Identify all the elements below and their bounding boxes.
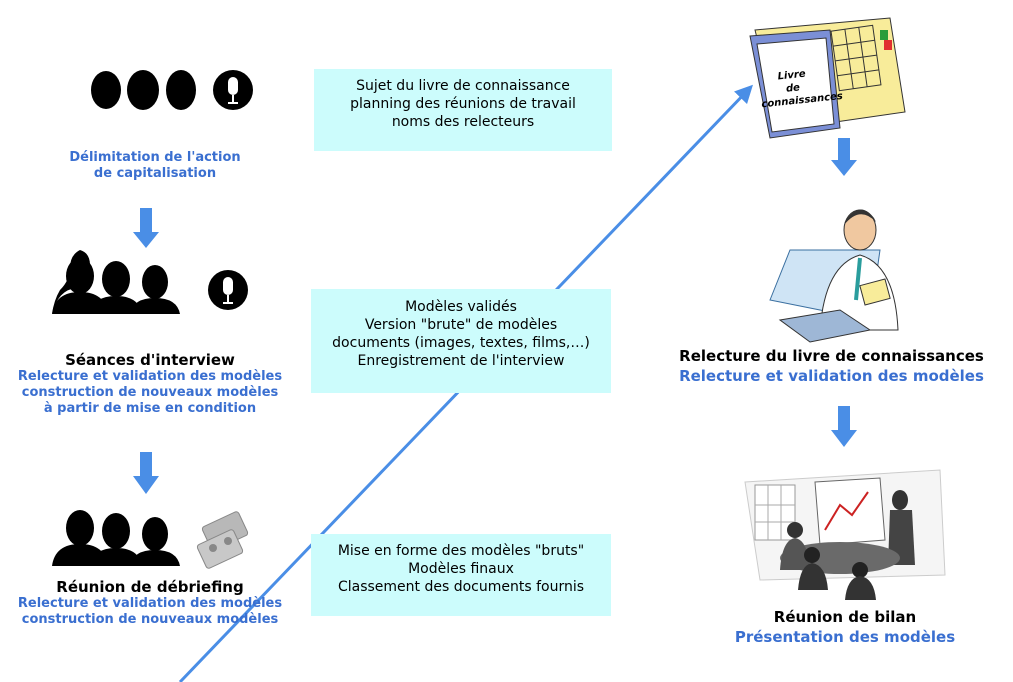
info-box-2-line-3: documents (images, textes, films,…) bbox=[332, 335, 590, 351]
step3-title: Réunion de débriefing bbox=[56, 578, 244, 596]
step3-caption: Réunion de débriefing Relecture et valid… bbox=[0, 578, 300, 628]
info-box-1: Sujet du livre de connaissance planning … bbox=[314, 69, 612, 151]
right-step3-caption: Réunion de bilan Présentation des modèle… bbox=[700, 607, 990, 647]
microphone-icon bbox=[213, 70, 253, 110]
info-box-2-line-2: Version "brute" de modèles bbox=[364, 317, 558, 333]
info-box-3: Mise en forme des modèles "bruts" Modèle… bbox=[311, 534, 611, 616]
book-icon bbox=[749, 17, 906, 139]
down-arrow-right-2 bbox=[831, 406, 857, 447]
microphone-icon-2 bbox=[208, 270, 248, 310]
step1-line-2: de capitalisation bbox=[93, 166, 217, 181]
step2-title: Séances d'interview bbox=[65, 351, 235, 369]
right-step2-subtitle: Relecture et validation des modèles bbox=[679, 367, 984, 385]
step2-line-2: construction de nouveaux modèles bbox=[21, 385, 279, 400]
info-box-1-line-1: Sujet du livre de connaissance bbox=[356, 78, 570, 94]
right-step3-subtitle: Présentation des modèles bbox=[734, 628, 956, 646]
right-step3-title: Réunion de bilan bbox=[773, 608, 917, 626]
down-arrow-left-2 bbox=[133, 452, 159, 494]
info-box-2-line-4: Enregistrement de l'interview bbox=[357, 353, 565, 369]
man-on-phone-illustration bbox=[769, 209, 899, 343]
right-step2-caption: Relecture du livre de connaissances Rele… bbox=[650, 346, 1013, 386]
info-box-1-line-3: noms des relecteurs bbox=[391, 114, 535, 130]
down-arrow-left-1 bbox=[133, 208, 159, 248]
down-arrow-right-1 bbox=[831, 138, 857, 176]
info-box-2: Modèles validés Version "brute" de modèl… bbox=[311, 289, 611, 393]
people-group-3 bbox=[52, 510, 180, 566]
info-box-3-line-2: Modèles finaux bbox=[408, 561, 514, 577]
step2-caption: Séances d'interview Relecture et validat… bbox=[0, 351, 300, 417]
info-box-1-line-2: planning des réunions de travail bbox=[350, 96, 576, 112]
step2-line-3: à partir de mise en condition bbox=[43, 401, 257, 416]
step3-line-1: Relecture et validation des modèles bbox=[17, 596, 283, 611]
step1-caption: Délimitation de l'action de capitalisati… bbox=[20, 150, 290, 182]
cassette-tapes-icon bbox=[196, 511, 249, 569]
info-box-3-line-3: Classement des documents fournis bbox=[337, 579, 585, 595]
book-label: Livre de connaissances bbox=[758, 66, 843, 112]
people-group-2 bbox=[52, 250, 180, 314]
step3-line-2: construction de nouveaux modèles bbox=[21, 612, 279, 627]
step1-line-1: Délimitation de l'action bbox=[69, 150, 241, 165]
heads-group-1 bbox=[91, 70, 196, 110]
info-box-2-line-1: Modèles validés bbox=[405, 299, 517, 315]
step2-line-1: Relecture et validation des modèles bbox=[17, 369, 283, 384]
right-step2-title: Relecture du livre de connaissances bbox=[679, 347, 984, 365]
meeting-illustration bbox=[744, 469, 946, 600]
info-box-3-line-1: Mise en forme des modèles "bruts" bbox=[337, 543, 585, 559]
